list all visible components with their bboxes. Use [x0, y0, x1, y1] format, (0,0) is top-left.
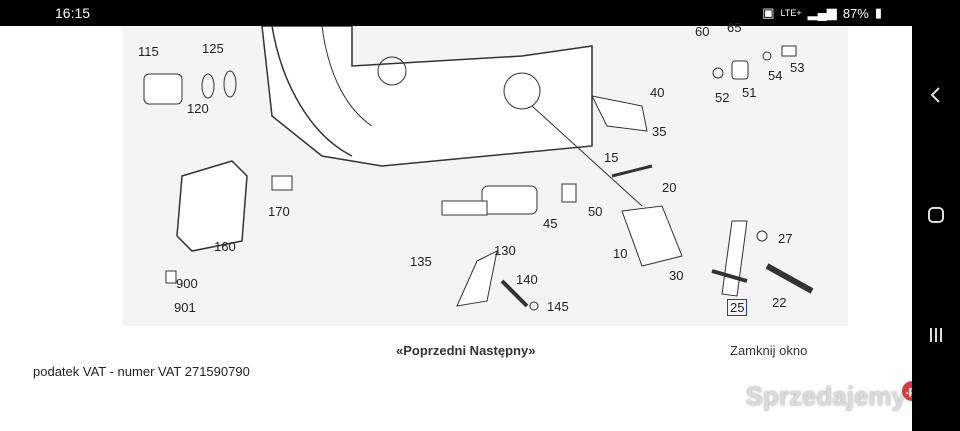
callout-135: 135 [410, 254, 432, 269]
callout-130: 130 [494, 243, 516, 258]
callout-22: 22 [772, 295, 787, 310]
parts-diagram: 115 125 120 170 160 900 901 40 35 15 20 … [122, 20, 848, 326]
callout-27: 27 [778, 231, 793, 246]
callout-60: 60 [695, 24, 710, 39]
callout-125: 125 [202, 41, 224, 56]
callout-120: 120 [187, 101, 209, 116]
vat-text: podatek VAT - numer VAT 271590790 [33, 364, 250, 379]
notification-icon: ▣ [762, 5, 775, 20]
watermark: Sprzedajemy.pl [746, 381, 922, 412]
browser-screen: 115 125 120 170 160 900 901 40 35 15 20 … [0, 20, 922, 431]
home-icon[interactable] [926, 205, 946, 225]
prev-next-link[interactable]: «Poprzedni Następny» [396, 343, 536, 358]
callout-15: 15 [604, 150, 619, 165]
page-content: 115 125 120 170 160 900 901 40 35 15 20 … [30, 20, 922, 431]
callout-25[interactable]: 25 [727, 299, 748, 316]
battery-percent: 87% [842, 5, 869, 21]
callout-52: 52 [715, 90, 730, 105]
callout-53: 53 [790, 60, 805, 75]
status-time: 16:15 [55, 5, 91, 21]
callout-50: 50 [588, 204, 603, 219]
callout-115: 115 [138, 44, 159, 59]
battery-icon: ▮ [874, 5, 882, 20]
callout-45: 45 [543, 216, 558, 231]
callout-54: 54 [768, 68, 783, 83]
callout-900: 900 [176, 276, 198, 291]
status-icons: ▣ LTE+ ▂▄▆ 87% ▮ [762, 5, 882, 21]
recents-icon[interactable] [926, 325, 946, 345]
callout-170: 170 [268, 204, 290, 219]
callout-20: 20 [662, 180, 677, 195]
callout-160: 160 [214, 239, 236, 254]
android-nav-bar [912, 0, 960, 431]
callout-30: 30 [669, 268, 684, 283]
callout-10: 10 [613, 246, 628, 261]
parts-diagram-drawing [143, 25, 814, 311]
status-bar: 16:15 ▣ LTE+ ▂▄▆ 87% ▮ [0, 0, 912, 26]
callout-901: 901 [174, 300, 196, 315]
watermark-logo: Sprzedajemy [745, 381, 906, 411]
callout-40: 40 [650, 85, 665, 100]
callout-140: 140 [516, 272, 538, 287]
back-icon[interactable] [926, 85, 946, 105]
callout-65: 65 [727, 20, 742, 35]
callout-51: 51 [742, 85, 757, 100]
close-window-link[interactable]: Zamknij okno [730, 343, 808, 358]
network-label: LTE+ [780, 8, 802, 18]
signal-icon: ▂▄▆ [807, 5, 837, 20]
callout-35: 35 [652, 124, 667, 139]
callout-145: 145 [547, 299, 569, 314]
